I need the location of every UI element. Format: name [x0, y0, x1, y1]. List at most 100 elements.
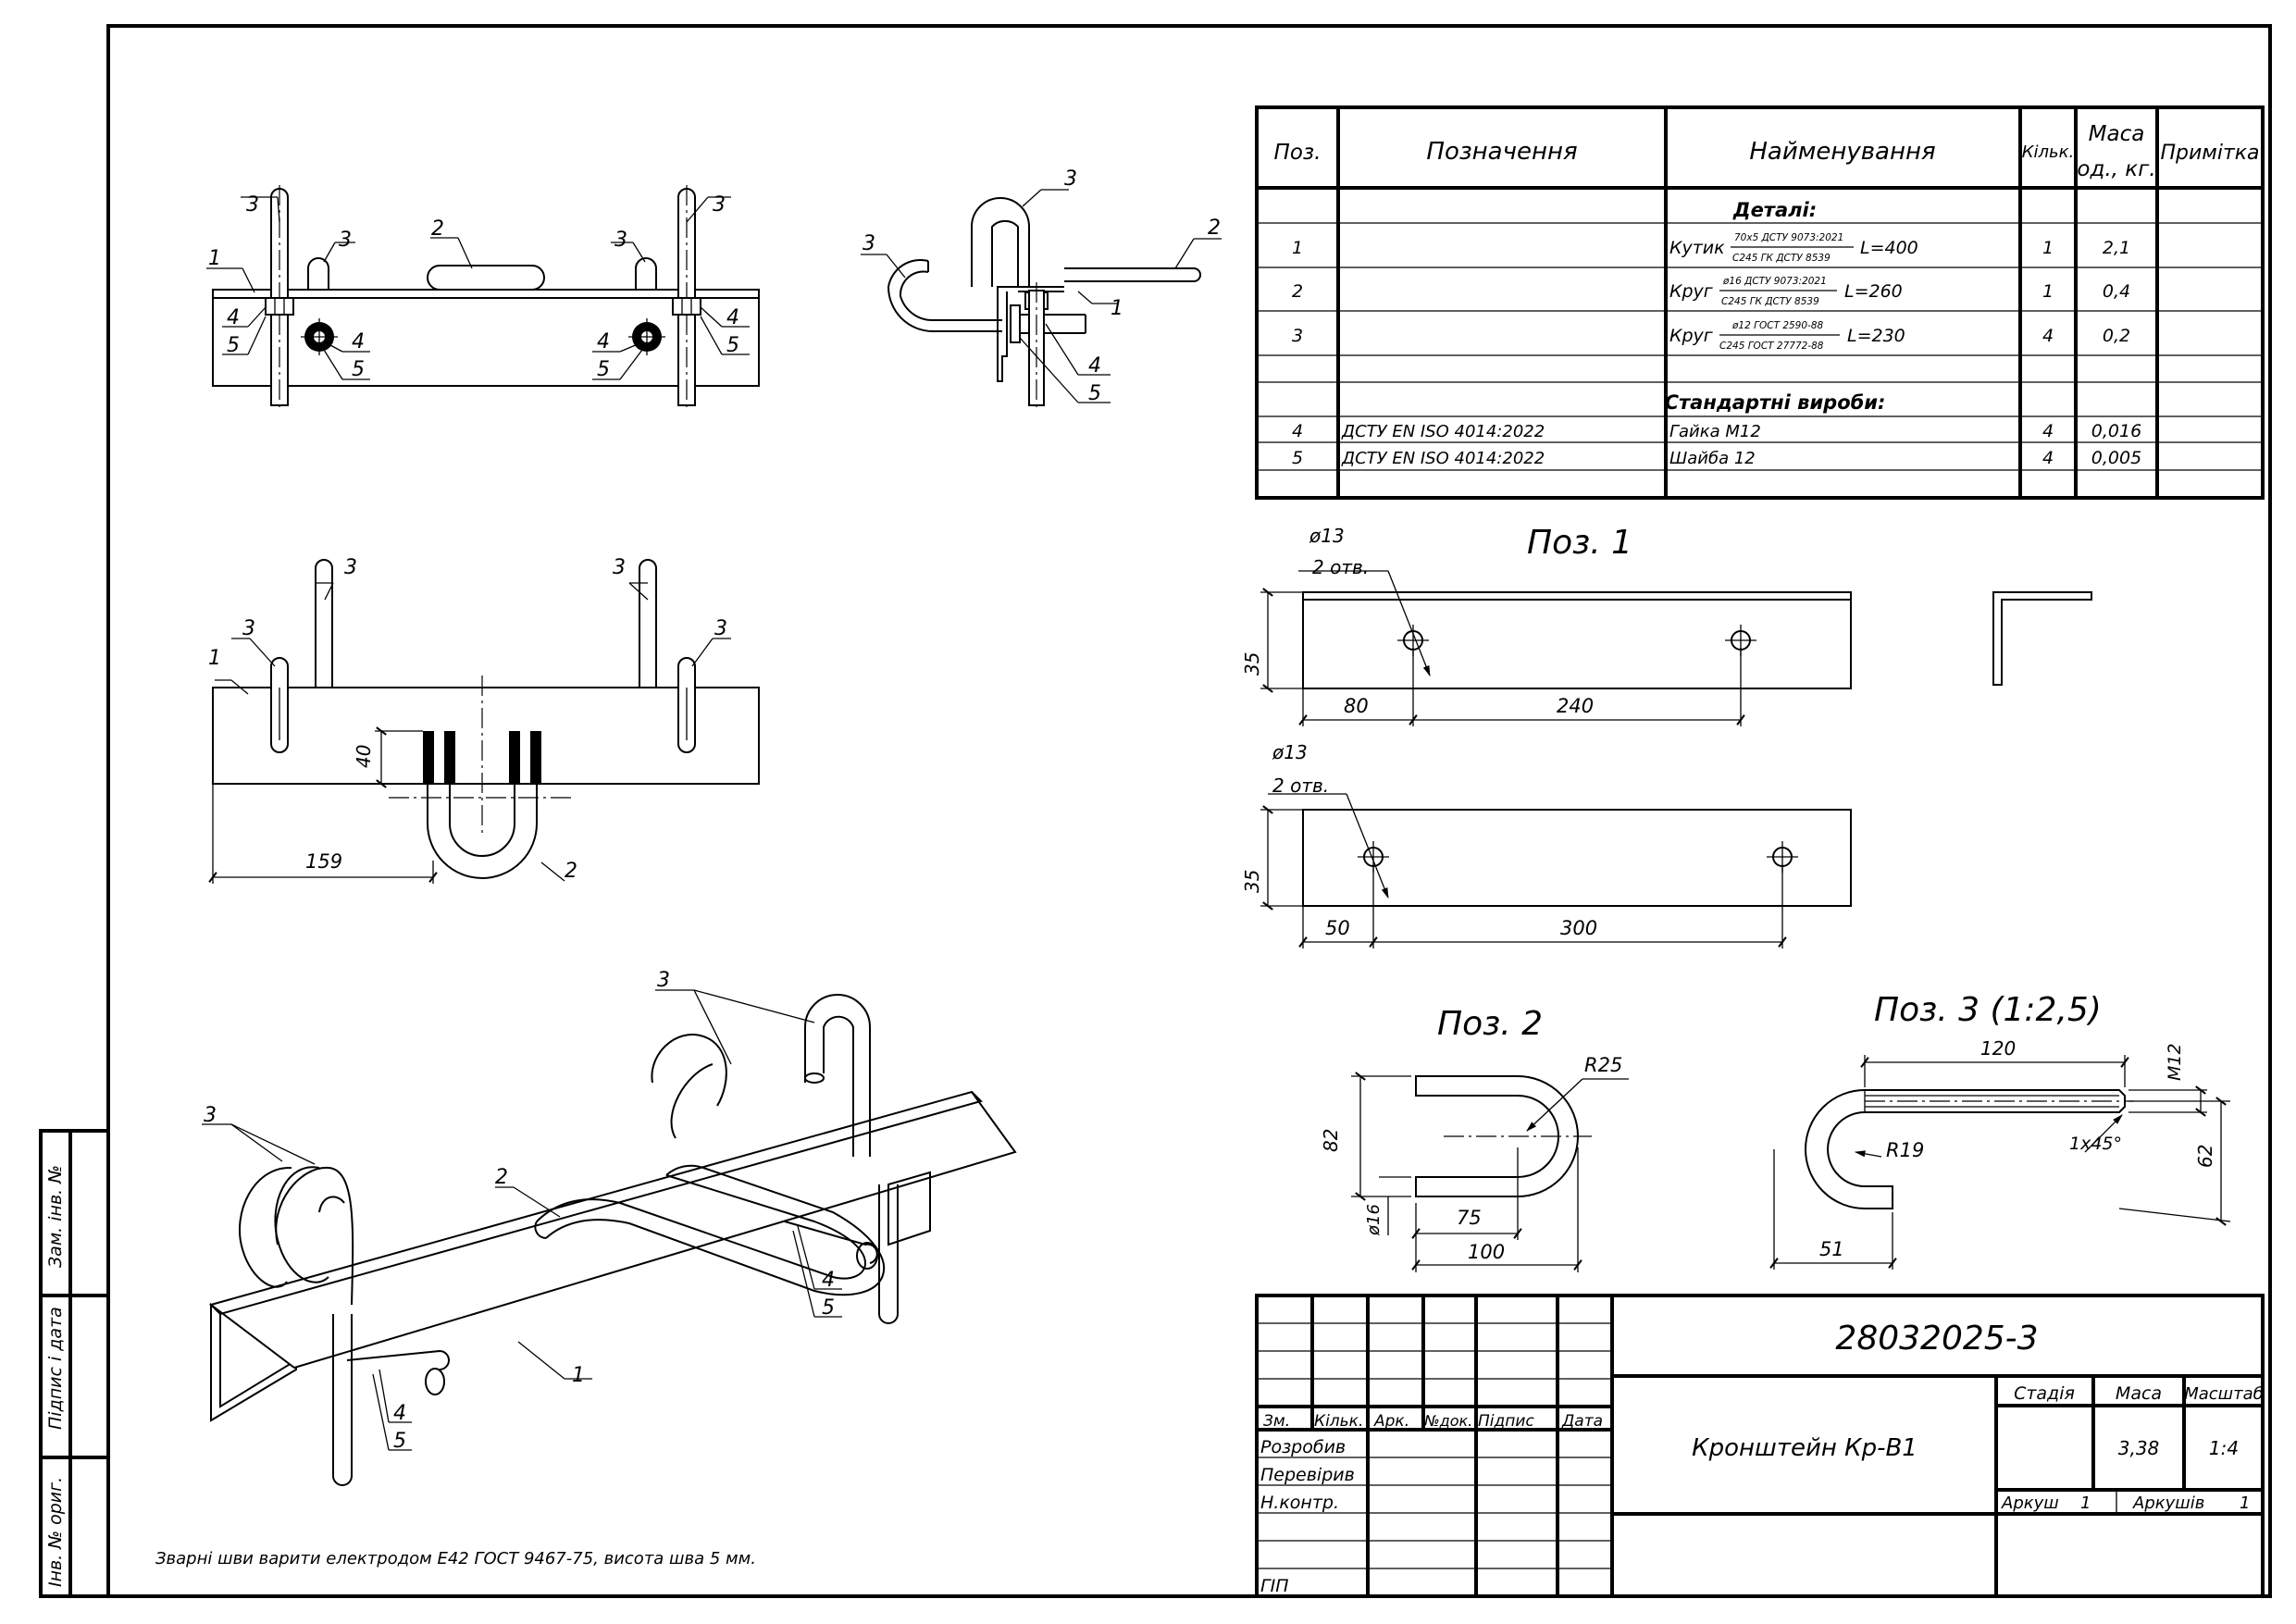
tb-arkushiv-label: Аркушів — [2132, 1494, 2204, 1513]
poz2-dim-100: 100 — [1468, 1241, 1505, 1263]
row5-designation: ДСТУ EN ISO 4014:2022 — [1341, 449, 1545, 468]
hdr-designation: Позначення — [1426, 138, 1577, 166]
tv-dim-40: 40 — [353, 745, 375, 768]
top-view: 40 159 3 3 1 3 3 2 — [208, 556, 760, 884]
row1-pos: 1 — [1292, 238, 1303, 258]
poz1-dim-240: 240 — [1557, 695, 1594, 717]
sv-label-5: 5 — [1088, 382, 1101, 405]
tb-col-kilk: Кільк. — [1314, 1412, 1363, 1431]
fv-label-4a: 4 — [227, 306, 240, 329]
iso-label-3b: 3 — [204, 1104, 217, 1127]
row3-frac-top: ø12 ГОСТ 2590-88 — [1731, 320, 1824, 331]
poz2-dim-16: ø16 — [1364, 1204, 1384, 1236]
row2-mass: 0,4 — [2103, 281, 2130, 302]
fv-label-3d: 3 — [713, 193, 726, 217]
sv-label-3a: 3 — [1064, 167, 1077, 191]
fv-label-4d: 4 — [597, 330, 610, 353]
tb-masshtab-value: 1:4 — [2209, 1437, 2239, 1459]
poz3-thread: М12 — [2165, 1043, 2185, 1081]
tb-col-data: Дата — [1561, 1412, 1603, 1431]
poz1-hole-dia: ø13 — [1309, 525, 1345, 547]
sv-label-3b: 3 — [863, 232, 875, 255]
poz2-dim-75: 75 — [1457, 1207, 1482, 1229]
poz1-dim-35: 35 — [1241, 652, 1263, 676]
hdr-name: Найменування — [1749, 138, 1935, 166]
stamp-replaced-inv: Зам. інв. № — [45, 1165, 66, 1268]
tb-title: Кронштейн Кр-В1 — [1692, 1434, 1917, 1462]
fv-label-2: 2 — [431, 217, 444, 241]
row2-frac-top: ø16 ДСТУ 9073:2021 — [1722, 276, 1827, 287]
fv-label-5d: 5 — [597, 358, 610, 381]
stamp-signature-date: Підпис і дата — [45, 1307, 66, 1430]
tv-dim-159: 159 — [305, 850, 342, 873]
row4-name: Гайка М12 — [1669, 422, 1761, 441]
poz1b-dim-35: 35 — [1241, 870, 1263, 893]
tb-arkushiv-value: 1 — [2240, 1494, 2250, 1513]
hdr-note: Примітка — [2160, 142, 2259, 165]
row2-name: Круг — [1669, 281, 1714, 302]
poz2-radius: R25 — [1584, 1054, 1622, 1076]
tb-col-zm: Зм. — [1263, 1412, 1290, 1431]
row3-mass: 0,2 — [2103, 326, 2130, 346]
title-block: Зм. Кільк. Арк. №док. Підпис Дата Розроб… — [1255, 1294, 2265, 1598]
fv-label-1: 1 — [208, 247, 221, 270]
tb-row-gip: ГІП — [1260, 1576, 1288, 1596]
row1-mass: 2,1 — [2103, 238, 2130, 258]
row2-qty: 1 — [2042, 281, 2054, 302]
iso-label-2: 2 — [495, 1166, 508, 1189]
tb-doc-code: 28032025-3 — [1835, 1320, 2038, 1357]
tb-masa-value: 3,38 — [2118, 1437, 2160, 1459]
stamp-inv-orig: Інв. № ориг. — [45, 1477, 66, 1587]
tb-row-nkontr: Н.контр. — [1260, 1493, 1339, 1513]
poz3-chamfer: 1х45° — [2069, 1134, 2122, 1154]
iso-label-5b: 5 — [822, 1296, 835, 1320]
fv-label-5b: 5 — [726, 334, 739, 357]
row3-qty: 4 — [2042, 326, 2054, 346]
row5-name: Шайба 12 — [1669, 449, 1756, 468]
poz1-angle-section — [1992, 591, 2092, 686]
iso-label-1: 1 — [572, 1364, 585, 1387]
detail-poz1: Поз. 1 ø13 2 отв. 35 80 240 — [1241, 524, 2092, 948]
row2-pos: 2 — [1292, 281, 1303, 302]
fv-label-5a: 5 — [227, 334, 240, 357]
tv-label-2: 2 — [565, 860, 577, 883]
row4-qty: 4 — [2042, 421, 2054, 441]
iso-label-4b: 4 — [822, 1269, 835, 1292]
detail-poz2: Поз. 2 82 ø16 75 100 R25 — [1320, 1005, 1629, 1272]
poz3-dim-120: 120 — [1980, 1037, 2016, 1060]
tv-label-3d: 3 — [714, 617, 727, 640]
row5-qty: 4 — [2042, 448, 2054, 468]
iso-label-4a: 4 — [393, 1402, 406, 1425]
row2-length: L=260 — [1844, 281, 1903, 302]
poz3-dim-51: 51 — [1819, 1238, 1844, 1260]
specification-table: Поз. Позначення Найменування Кільк. Маса… — [1255, 105, 2265, 500]
tb-row-rozrobyv: Розробив — [1260, 1437, 1346, 1457]
welding-note: Зварні шви варити електродом Е42 ГОСТ 94… — [155, 1549, 756, 1568]
row1-frac-top: 70х5 ДСТУ 9073:2021 — [1734, 232, 1843, 243]
tv-label-1: 1 — [208, 647, 221, 670]
detail-poz3: Поз. 3 (1:2,5) 120 М12 1х45° R19 62 51 — [1769, 991, 2231, 1270]
tb-stadiya-label: Стадія — [2014, 1383, 2075, 1404]
front-view: 3 3 2 3 3 1 4 5 4 5 4 5 4 5 — [206, 185, 760, 412]
tb-col-ndok: №док. — [1423, 1412, 1472, 1430]
tb-col-pidpys: Підпис — [1478, 1412, 1534, 1431]
fv-label-3b: 3 — [339, 229, 352, 252]
row1-qty: 1 — [2042, 238, 2054, 258]
row1-name: Кутик — [1669, 238, 1725, 258]
tb-col-ark: Арк. — [1373, 1412, 1409, 1431]
tb-masshtab-label: Масштаб — [2184, 1384, 2264, 1404]
isometric-view: 3 3 2 1 4 5 4 5 — [202, 969, 1017, 1486]
tv-label-3b: 3 — [242, 617, 255, 640]
row1-frac-bottom: С245 ГК ДСТУ 8539 — [1732, 253, 1831, 264]
row5-pos: 5 — [1292, 448, 1303, 468]
section-standard: Стандартні вироби: — [1665, 391, 1886, 414]
row3-frac-bottom: С245 ГОСТ 27772-88 — [1719, 341, 1824, 352]
poz1-title: Поз. 1 — [1527, 524, 1632, 562]
tv-label-3a: 3 — [344, 556, 357, 579]
poz3-title: Поз. 3 (1:2,5) — [1874, 991, 2102, 1029]
fv-label-3c: 3 — [614, 229, 627, 252]
hdr-pos: Поз. — [1274, 141, 1322, 165]
poz1b-dim-300: 300 — [1560, 917, 1597, 939]
tb-arkush-label: Аркуш — [2001, 1494, 2059, 1513]
